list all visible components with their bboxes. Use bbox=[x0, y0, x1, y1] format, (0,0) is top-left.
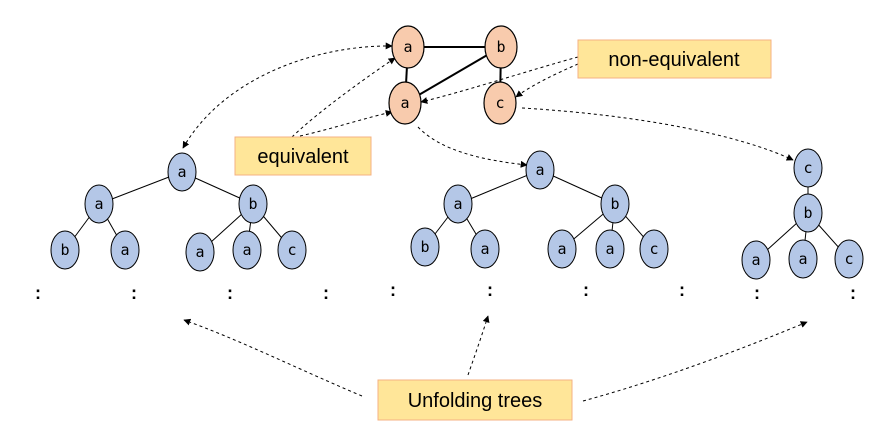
tree-node-label: b bbox=[60, 241, 69, 259]
graph-edge-a-b-diag bbox=[404, 46, 502, 104]
tree3-node-root: c bbox=[793, 148, 823, 188]
graph-node-b: b bbox=[484, 25, 518, 69]
tree-node-label: a bbox=[480, 240, 489, 258]
graph-node-a-bottom: a bbox=[388, 81, 422, 125]
arrow-unfolding-to-tree3 bbox=[582, 321, 808, 402]
tree2-node-l2-a3: a bbox=[595, 229, 625, 269]
tree3-node-l2-a: a bbox=[741, 240, 771, 280]
continuation-dots: : bbox=[131, 283, 137, 303]
graph-node-c: c bbox=[483, 81, 517, 125]
continuation-dots: : bbox=[679, 280, 685, 300]
tree2-node-l2-a2: a bbox=[547, 229, 577, 269]
continuation-markers: : : : : : : : : : : bbox=[35, 280, 856, 303]
tree2-node-l2-b: b bbox=[410, 227, 440, 267]
continuation-dots: : bbox=[35, 283, 41, 303]
graph-node-label: c bbox=[495, 94, 504, 112]
callout-non-equivalent: non-equivalent bbox=[577, 39, 772, 79]
tree-node-label: c bbox=[649, 240, 658, 258]
continuation-dots: : bbox=[227, 283, 233, 303]
tree2-node-l1-a: a bbox=[443, 184, 473, 224]
callout-equivalent-label: equivalent bbox=[257, 146, 349, 168]
tree2-node-root: a bbox=[525, 150, 555, 190]
graph-node-label: b bbox=[496, 38, 505, 56]
tree1-node-l2-c: c bbox=[277, 230, 307, 270]
arrow-unfolding-to-tree1 bbox=[183, 318, 363, 397]
tree-node-label: a bbox=[557, 240, 566, 258]
unfolding-tree-2: a a b b a a a c bbox=[410, 150, 669, 269]
arrow-nonequivalent-to-graph-c bbox=[515, 63, 579, 98]
tree-node-label: b bbox=[610, 195, 619, 213]
tree1-node-root: a bbox=[167, 152, 197, 192]
arrow-tree1-root-to-graph-a bbox=[182, 42, 393, 149]
callout-unfolding-trees-label: Unfolding trees bbox=[408, 390, 543, 412]
arrow-nonequivalent-to-graph-a bbox=[420, 56, 579, 104]
arrow-equivalent-to-graph-a-bottom bbox=[299, 109, 393, 137]
tree-node-label: c bbox=[844, 250, 853, 268]
dashed-arrows bbox=[182, 42, 808, 402]
tree-node-label: a bbox=[751, 251, 760, 269]
tree-node-label: a bbox=[120, 241, 129, 259]
arrow-graph-c-to-tree3-root bbox=[521, 107, 794, 161]
continuation-dots: : bbox=[850, 283, 856, 303]
tree-node-label: b bbox=[803, 204, 812, 222]
continuation-dots: : bbox=[390, 280, 396, 300]
continuation-dots: : bbox=[754, 283, 760, 303]
continuation-dots: : bbox=[583, 280, 589, 300]
tree-node-label: a bbox=[242, 241, 251, 259]
tree1-node-l2-a2: a bbox=[185, 232, 215, 272]
tree-node-label: a bbox=[94, 195, 103, 213]
unfolding-tree-3: c b a a c bbox=[741, 148, 864, 280]
continuation-dots: : bbox=[487, 280, 493, 300]
tree1-node-l1-b: b bbox=[238, 184, 268, 224]
tree-node-label: a bbox=[195, 243, 204, 261]
tree3-node-l1-b: b bbox=[793, 193, 823, 233]
tree-node-label: a bbox=[535, 161, 544, 179]
tree-node-label: a bbox=[605, 240, 614, 258]
graph-node-a-top: a bbox=[391, 25, 425, 69]
tree-node-label: c bbox=[803, 159, 812, 177]
callout-non-equivalent-label: non-equivalent bbox=[608, 49, 740, 71]
tree2-node-l2-a: a bbox=[470, 229, 500, 269]
continuation-dots: : bbox=[323, 283, 329, 303]
tree-node-label: b bbox=[248, 195, 257, 213]
callout-equivalent: equivalent bbox=[234, 136, 372, 176]
tree1-node-l1-a: a bbox=[84, 184, 114, 224]
tree3-node-l2-c: c bbox=[834, 239, 864, 279]
input-graph: a b a c bbox=[388, 25, 518, 125]
tree3-node-l2-a2: a bbox=[788, 239, 818, 279]
tree-node-label: b bbox=[420, 238, 429, 256]
tree-node-label: c bbox=[287, 241, 296, 259]
arrow-equivalent-to-graph-a-top bbox=[291, 57, 396, 138]
graph-node-label: a bbox=[400, 94, 409, 112]
tree-node-label: a bbox=[177, 163, 186, 181]
tree1-node-l2-a3: a bbox=[232, 230, 262, 270]
tree2-node-l2-c: c bbox=[639, 229, 669, 269]
tree2-node-l1-b: b bbox=[600, 184, 630, 224]
tree1-node-l2-a: a bbox=[110, 230, 140, 270]
tree1-node-l2-b: b bbox=[50, 230, 80, 270]
tree-node-label: a bbox=[798, 250, 807, 268]
arrow-unfolding-to-tree2 bbox=[467, 315, 490, 376]
callout-unfolding-trees: Unfolding trees bbox=[377, 379, 573, 421]
unfolding-tree-1: a a b b a a a c bbox=[50, 152, 307, 272]
tree-node-label: a bbox=[453, 195, 462, 213]
arrow-graph-a-to-tree2-root bbox=[417, 126, 528, 168]
graph-node-label: a bbox=[403, 38, 412, 56]
